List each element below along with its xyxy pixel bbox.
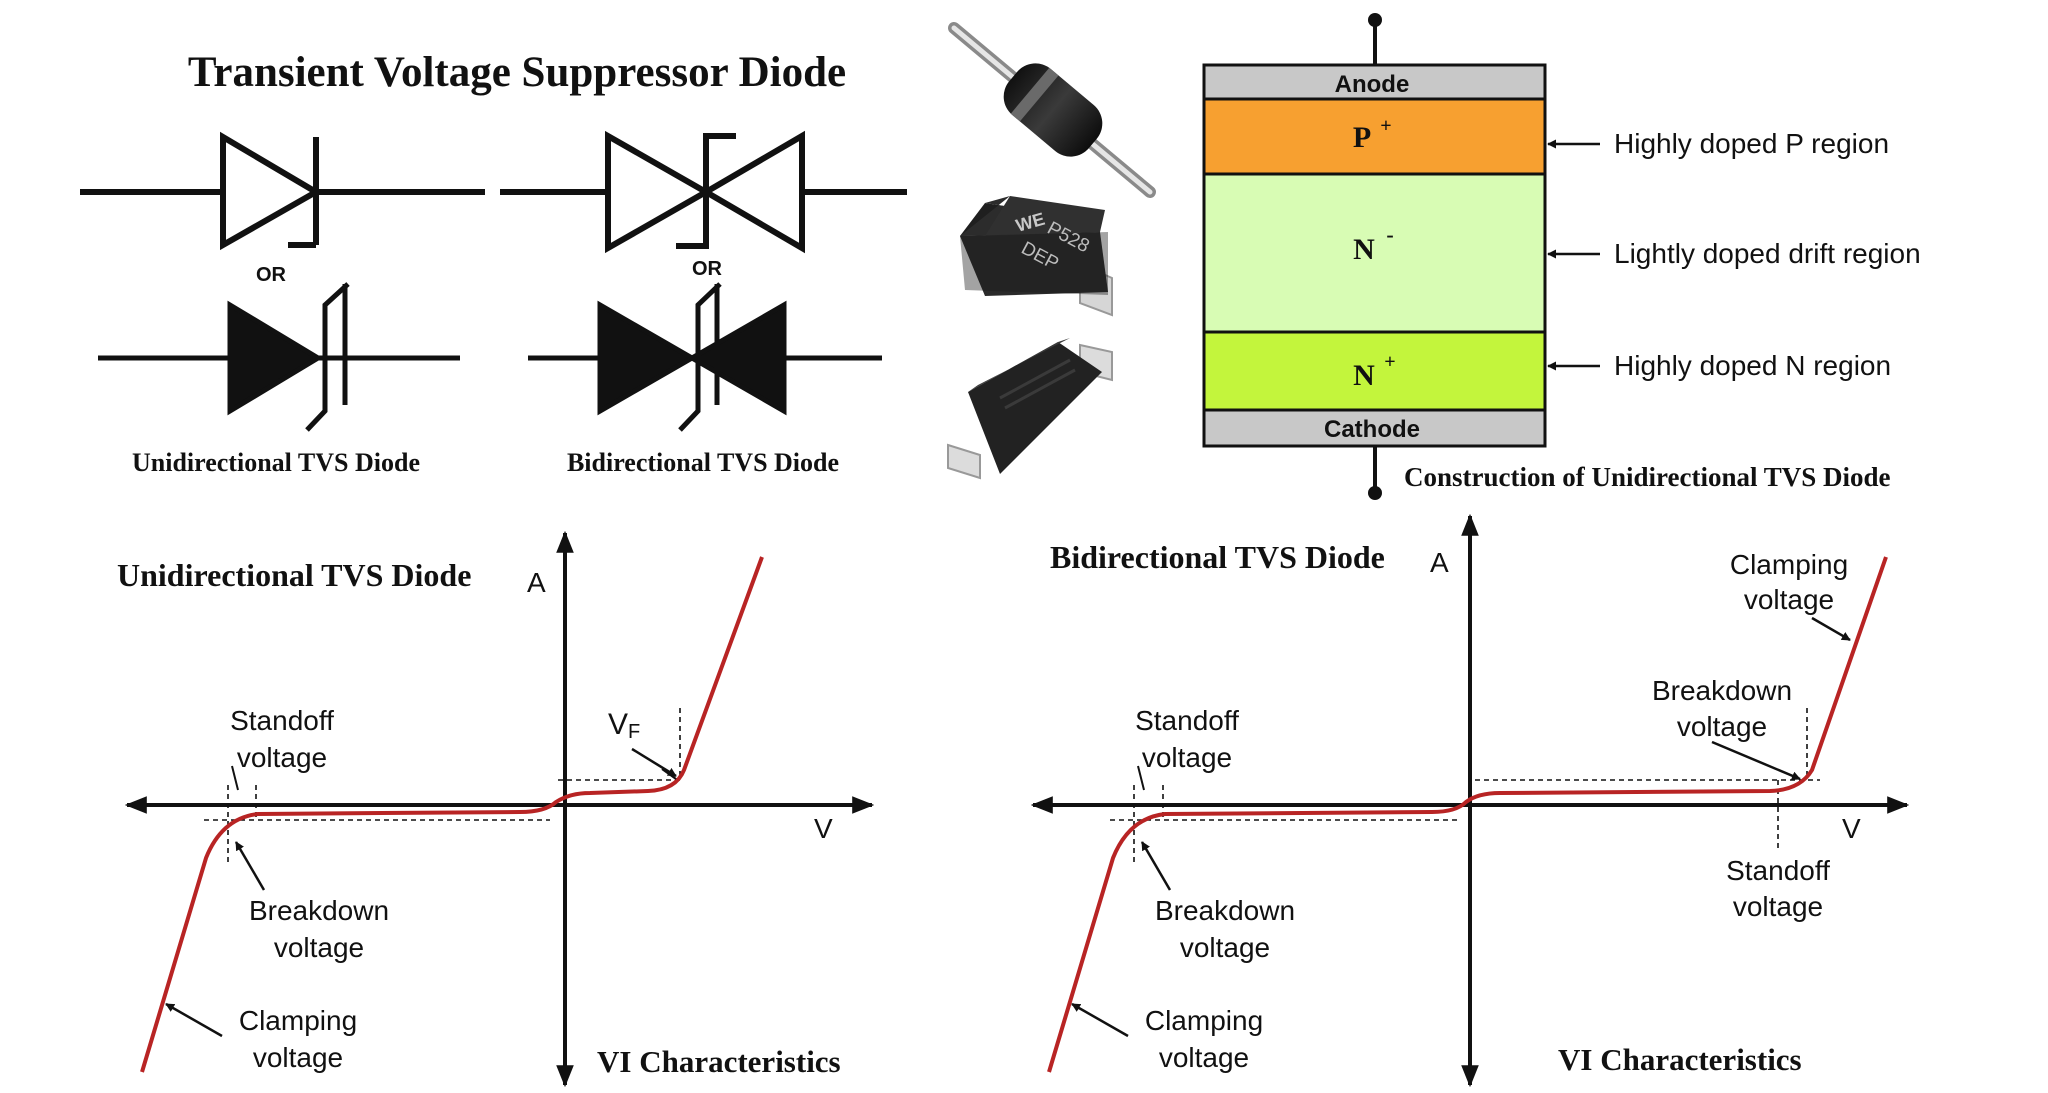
uni-vi-curve <box>140 556 764 1073</box>
bi-vi-curve <box>1047 556 1888 1073</box>
n-region-sup: + <box>1384 351 1395 373</box>
unidirectional-symbol-label: Unidirectional TVS Diode <box>132 448 420 477</box>
unidirectional-vi-graph: Unidirectional TVS Diode A V V F Standof… <box>117 530 875 1088</box>
bi-graph-caption: VI Characteristics <box>1558 1042 1802 1077</box>
bi-graph-title: Bidirectional TVS Diode <box>1050 539 1385 575</box>
drift-region-layer <box>1202 172 1547 334</box>
bi-standoff-right-line2: voltage <box>1733 891 1823 922</box>
uni-standoff-label-line2: voltage <box>237 742 327 773</box>
uni-clamping-label-line1: Clamping <box>239 1005 357 1036</box>
uni-clamping-label-line2: voltage <box>253 1042 343 1073</box>
anode-terminal-dot <box>1368 13 1382 27</box>
bi-breakdown-right-line2: voltage <box>1677 711 1767 742</box>
uni-vf-label: V <box>608 708 628 741</box>
cathode-terminal-dot <box>1368 486 1382 500</box>
bi-clamping-right-line1: Clamping <box>1730 549 1848 580</box>
axial-lead-package <box>948 22 1156 198</box>
bi-standoff-left-line2: voltage <box>1142 742 1232 773</box>
n-region-annotation: Highly doped N region <box>1614 350 1891 381</box>
p-region-layer <box>1202 97 1547 176</box>
bi-breakdown-right-line1: Breakdown <box>1652 675 1792 706</box>
main-title: Transient Voltage Suppressor Diode <box>188 49 846 96</box>
or-label-bi: OR <box>692 258 723 280</box>
drift-region-sup: - <box>1386 222 1393 247</box>
smd-package-marked: WE P528 DEP <box>960 196 1113 317</box>
drift-region-label: N <box>1353 233 1375 266</box>
bidirectional-symbol-alt <box>528 282 882 432</box>
n-region-layer <box>1202 330 1547 412</box>
bi-clamping-right-line2: voltage <box>1744 584 1834 615</box>
p-region-label: P <box>1353 121 1371 154</box>
uni-breakdown-label-line2: voltage <box>274 932 364 963</box>
cathode-label: Cathode <box>1324 416 1420 443</box>
uni-x-axis-label: V <box>814 813 833 844</box>
p-region-annotation: Highly doped P region <box>1614 128 1889 159</box>
bi-standoff-left-line1: Standoff <box>1135 705 1239 736</box>
or-label-uni: OR <box>256 264 287 286</box>
drift-region-annotation: Lightly doped drift region <box>1614 238 1921 269</box>
unidirectional-symbol-standard <box>80 131 485 251</box>
bi-standoff-right-line1: Standoff <box>1726 855 1830 886</box>
bi-clamping-left-line1: Clamping <box>1145 1005 1263 1036</box>
uni-vf-subscript: F <box>628 721 640 743</box>
anode-label: Anode <box>1335 71 1410 98</box>
uni-breakdown-label-line1: Breakdown <box>249 895 389 926</box>
bi-clamping-left-line2: voltage <box>1159 1042 1249 1073</box>
construction-diagram: Anode Cathode P + N - N + Highly doped P… <box>1202 13 1921 500</box>
bidirectional-symbol-standard <box>500 130 907 254</box>
uni-standoff-label-line1: Standoff <box>230 705 334 736</box>
bi-breakdown-left-line2: voltage <box>1180 932 1270 963</box>
unidirectional-symbol-alt <box>98 282 460 432</box>
construction-caption: Construction of Unidirectional TVS Diode <box>1404 462 1891 492</box>
bidirectional-symbol-label: Bidirectional TVS Diode <box>567 448 839 477</box>
uni-graph-title: Unidirectional TVS Diode <box>117 557 471 593</box>
bidirectional-vi-graph: Bidirectional TVS Diode A V Standoff vol… <box>1030 513 1910 1088</box>
n-region-label: N <box>1353 359 1375 392</box>
p-region-sup: + <box>1380 115 1391 137</box>
anode-layer <box>1202 63 1547 101</box>
smd-package-flat <box>947 338 1113 480</box>
uni-graph-caption: VI Characteristics <box>597 1044 841 1079</box>
uni-y-axis-label: A <box>527 567 546 598</box>
bi-x-axis-label: V <box>1842 813 1861 844</box>
bi-y-axis-label: A <box>1430 547 1449 578</box>
bi-breakdown-left-line1: Breakdown <box>1155 895 1295 926</box>
